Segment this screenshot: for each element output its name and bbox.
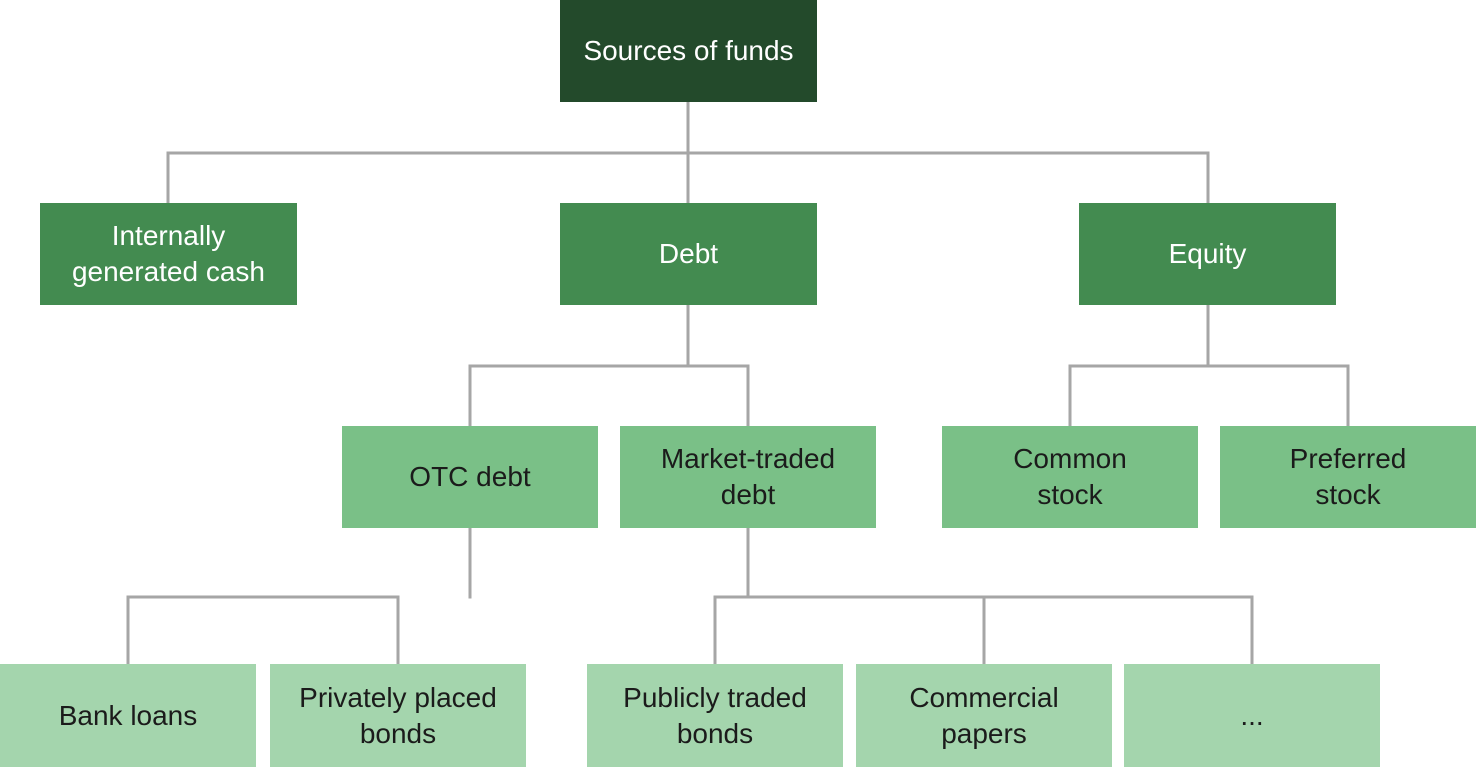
node-bank-loans: Bank loans <box>0 664 256 767</box>
node-debt: Debt <box>560 203 817 305</box>
node-label: OTC debt <box>409 461 531 492</box>
node-sources-of-funds: Sources of funds <box>560 0 817 102</box>
node-market-traded-debt: Market-traded debt <box>620 426 876 528</box>
node-internally-generated-cash: Internally generated cash <box>40 203 297 305</box>
node-label: Bank loans <box>58 699 198 731</box>
node-more-ellipsis: ... <box>1124 664 1380 767</box>
node-equity: Equity <box>1079 203 1336 305</box>
node-otc-debt: OTC debt <box>342 426 598 528</box>
node-publicly-traded-bonds: Publicly traded bonds <box>587 664 843 767</box>
node-label: Market-traded debt <box>660 443 836 510</box>
node-label: Internally generated cash <box>71 220 266 287</box>
node-label: Equity <box>1168 238 1247 269</box>
node-label: Debt <box>658 238 719 269</box>
node-commercial-papers: Commercial papers <box>856 664 1112 767</box>
node-label: Sources of funds <box>583 35 794 66</box>
node-preferred-stock: Preferred stock <box>1220 426 1476 528</box>
node-label: Preferred stock <box>1289 443 1407 510</box>
node-label: Publicly traded bonds <box>623 681 807 749</box>
node-privately-placed-bonds: Privately placed bonds <box>270 664 526 767</box>
node-label: Commercial papers <box>909 681 1059 749</box>
node-label: Privately placed bonds <box>299 681 497 749</box>
node-common-stock: Common stock <box>942 426 1198 528</box>
node-label: Common stock <box>1013 443 1127 510</box>
node-label: ... <box>1240 699 1264 731</box>
